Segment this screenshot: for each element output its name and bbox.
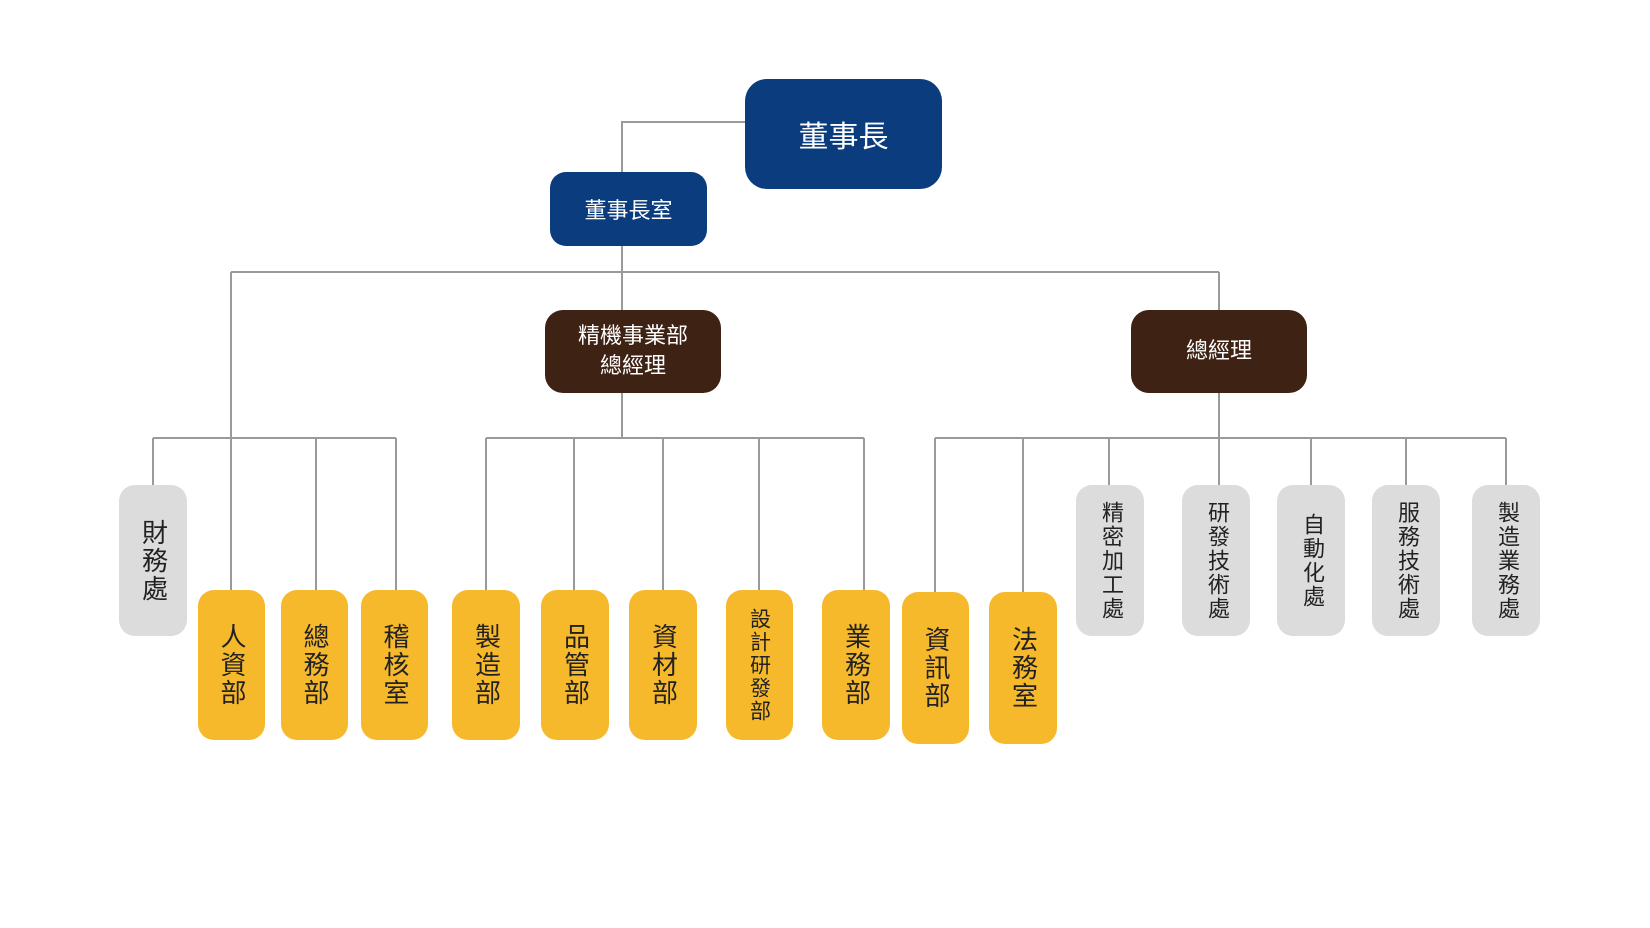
div-mfg-business: 製造業務處 [1472, 485, 1540, 636]
dept-materials-label: 資材部 [647, 623, 678, 707]
dept-hr-label: 人資部 [216, 623, 246, 707]
dept-sales-label: 業務部 [840, 623, 871, 707]
chairman-office-box: 董事長室 [550, 172, 707, 246]
dept-audit: 稽核室 [361, 590, 428, 740]
dept-general-affairs: 總務部 [281, 590, 348, 740]
dept-finance: 財務處 [119, 485, 187, 636]
div-automation-label: 自動化處 [1299, 512, 1324, 609]
dept-design-rd: 設計研發部 [726, 590, 793, 740]
chairman-box: 董事長 [745, 79, 942, 189]
dept-general-affairs-label: 總務部 [299, 623, 329, 707]
dept-materials: 資材部 [629, 590, 697, 740]
general-manager-label: 總經理 [1185, 338, 1252, 364]
dept-legal-label: 法務室 [1007, 626, 1038, 710]
div-precision-machining: 精密加工處 [1076, 485, 1144, 636]
precision-gm-label: 精機事業部 總經理 [577, 323, 688, 379]
div-service-tech-label: 服務技術處 [1394, 500, 1419, 621]
div-precision-machining-label: 精密加工處 [1098, 500, 1123, 621]
dept-quality-label: 品管部 [559, 623, 590, 707]
precision-gm-box: 精機事業部 總經理 [545, 310, 721, 393]
div-rd-tech: 研發技術處 [1182, 485, 1250, 636]
div-mfg-business-label: 製造業務處 [1494, 500, 1519, 621]
connector-chairman-office [621, 121, 745, 172]
dept-sales: 業務部 [822, 590, 890, 740]
dept-it-label: 資訊部 [920, 626, 950, 710]
dept-audit-label: 稽核室 [379, 623, 409, 707]
chairman-label: 董事長 [798, 120, 889, 155]
dept-it: 資訊部 [902, 592, 969, 744]
dept-quality: 品管部 [541, 590, 609, 740]
dept-finance-label: 財務處 [137, 518, 168, 603]
div-service-tech: 服務技術處 [1372, 485, 1440, 636]
dept-hr: 人資部 [198, 590, 265, 740]
div-automation: 自動化處 [1277, 485, 1345, 636]
dept-manufacturing-label: 製造部 [470, 623, 501, 707]
dept-manufacturing: 製造部 [452, 590, 520, 740]
chairman-office-label: 董事長室 [584, 199, 673, 224]
div-rd-tech-label: 研發技術處 [1204, 500, 1229, 621]
dept-design-rd-label: 設計研發部 [747, 607, 772, 723]
dept-legal: 法務室 [989, 592, 1057, 744]
general-manager-box: 總經理 [1131, 310, 1307, 393]
